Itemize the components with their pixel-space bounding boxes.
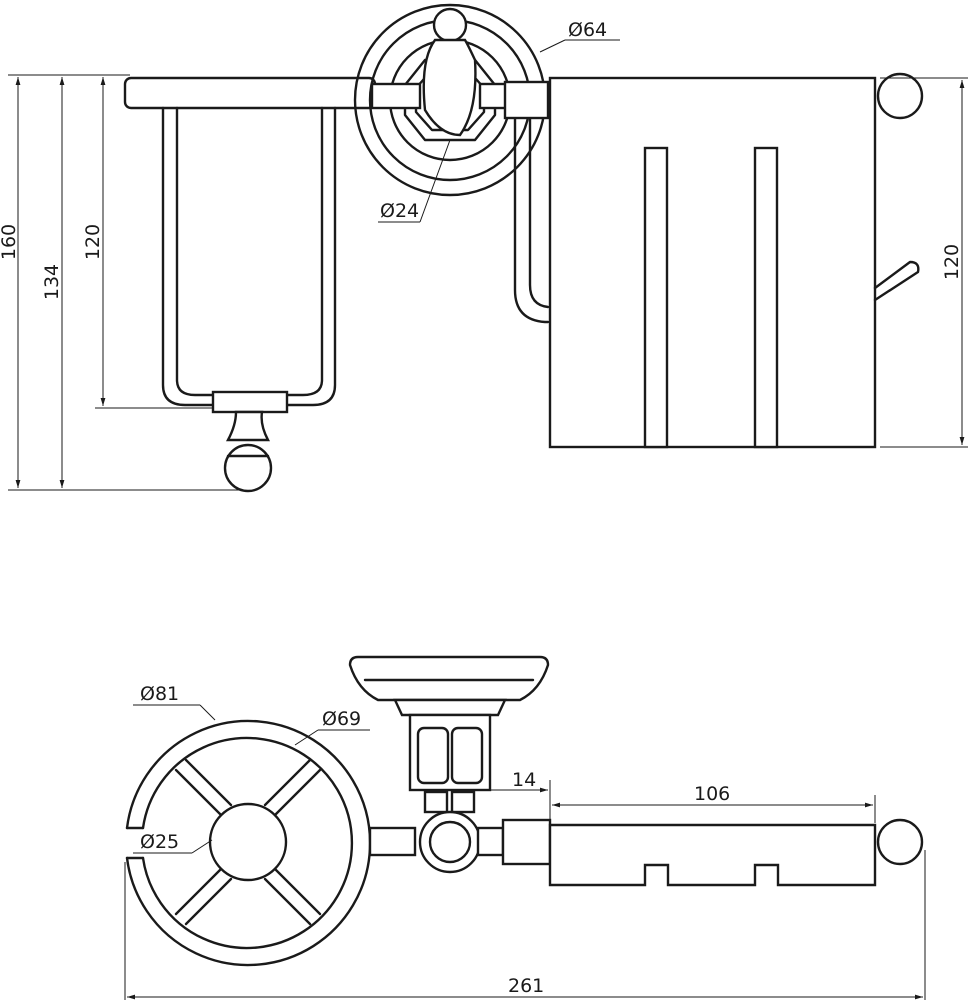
left-dimensions: 160 134 120 [0,74,250,491]
cup-holder [123,76,377,493]
plan-mount [348,655,550,874]
right-dimension: 120 [880,77,968,448]
dim-14: 14 [512,769,536,791]
plan-paper-holder [501,818,924,887]
dim-261: 261 [508,975,544,997]
dim-134: 134 [41,264,63,300]
dim-120-left: 120 [82,224,104,260]
dim-120-right: 120 [941,244,963,280]
plan-dimensions: 14 106 261 [124,769,926,1000]
dim-diameter-25: Ø25 [140,831,179,853]
wall-rosette: Ø24 Ø64 [353,3,620,223]
front-view: 160 134 120 [0,3,968,493]
dim-diameter-81: Ø81 [140,683,179,705]
plan-view: Ø81 Ø69 Ø25 [124,655,926,1000]
dim-diameter-69: Ø69 [322,708,361,730]
dim-diameter-24: Ø24 [380,200,419,222]
dim-160: 160 [0,224,20,260]
paper-holder [503,72,924,449]
dim-diameter-64: Ø64 [568,19,607,41]
dim-106: 106 [694,783,730,805]
cup-ring: Ø81 Ø69 Ø25 [125,683,372,967]
